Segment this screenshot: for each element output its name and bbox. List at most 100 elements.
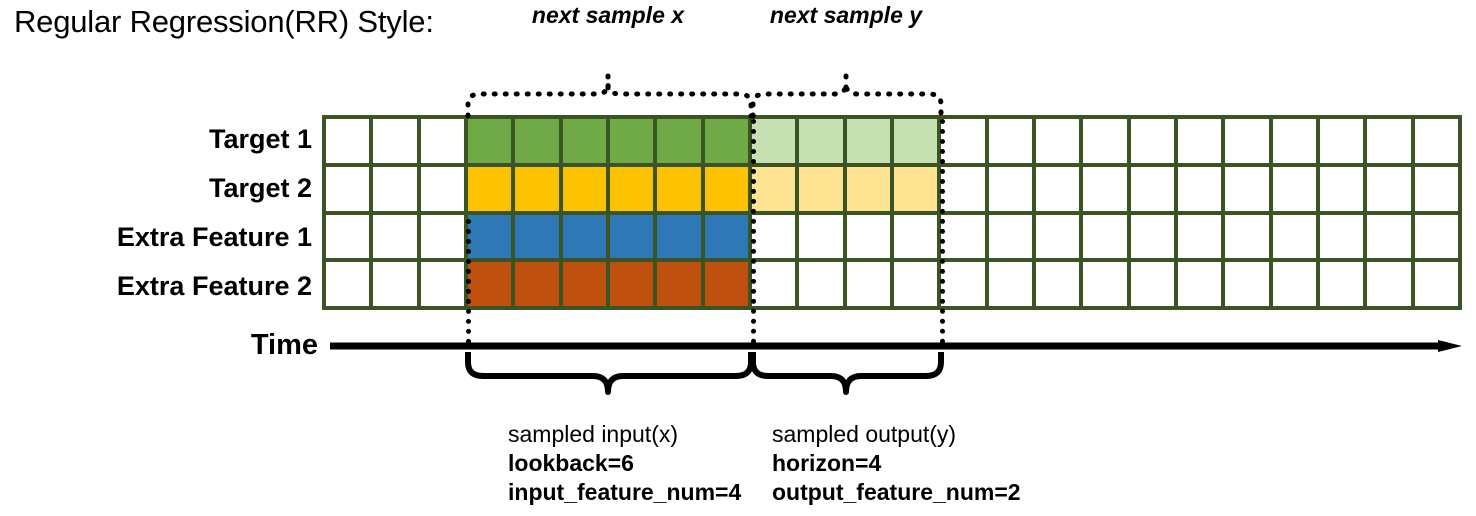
grid-cell-extra-feature-1-t7 — [657, 214, 701, 259]
grid-cell-extra-feature-2-t12 — [893, 262, 938, 306]
grid-cell-extra-feature-1-t1 — [373, 214, 417, 259]
grid-cell-target-1-t23 — [1414, 119, 1458, 163]
grid-cell-extra-feature-1-t18 — [1177, 214, 1222, 259]
grid-cell-extra-feature-2-t13 — [941, 262, 985, 306]
bottom-brace-group — [465, 352, 944, 395]
grid-cell-extra-feature-2-t1 — [373, 262, 417, 306]
divider-lookback-end — [751, 119, 756, 344]
grid-cell-extra-feature-1-t9 — [751, 214, 796, 259]
grid-cell-target-1-t18 — [1177, 119, 1222, 163]
grid-cell-target-2-t12 — [893, 166, 938, 211]
grid-cell-extra-feature-2-t6 — [609, 262, 654, 306]
grid-cell-extra-feature-2-t20 — [1272, 262, 1316, 306]
grid-cell-extra-feature-2-t2 — [420, 262, 464, 306]
grid-cell-target-1-t0 — [326, 119, 370, 163]
grid-cell-target-2-t18 — [1177, 166, 1222, 211]
grid-cell-extra-feature-2-t23 — [1414, 262, 1458, 306]
grid-cell-target-2-t3 — [467, 166, 512, 211]
grid-cell-extra-feature-2-t11 — [846, 262, 890, 306]
grid-cell-target-1-t5 — [562, 119, 606, 163]
grid-cell-target-2-t17 — [1130, 166, 1174, 211]
grid-cell-target-2-t8 — [704, 166, 748, 211]
grid-cell-extra-feature-1-t3 — [467, 214, 512, 259]
grid-cell-extra-feature-1-t15 — [1035, 214, 1080, 259]
grid-cell-target-2-t23 — [1414, 166, 1458, 211]
grid-cell-extra-feature-2-t10 — [799, 262, 843, 306]
grid-cell-target-1-t19 — [1225, 119, 1269, 163]
divider-horizon-end — [940, 119, 945, 344]
grid-cell-target-1-t8 — [704, 119, 748, 163]
time-axis-label: Time — [250, 329, 318, 361]
grid-cell-extra-feature-2-t0 — [326, 262, 370, 306]
grid-cell-target-1-t13 — [941, 119, 985, 163]
grid-cell-extra-feature-1-t11 — [846, 214, 890, 259]
grid-cell-extra-feature-2-t17 — [1130, 262, 1174, 306]
row-label-target-1: Target 1 — [208, 124, 312, 154]
grid-cell-extra-feature-2-t4 — [515, 262, 559, 306]
grid-cell-extra-feature-1-t6 — [609, 214, 654, 259]
grid-cell-target-1-t20 — [1272, 119, 1316, 163]
grid-cell-target-2-t5 — [562, 166, 606, 211]
grid-cell-extra-feature-2-t8 — [704, 262, 748, 306]
grid-cell-target-1-t3 — [467, 119, 512, 163]
grid-cell-extra-feature-1-t19 — [1225, 214, 1269, 259]
grid-cell-target-1-t14 — [988, 119, 1032, 163]
grid-cell-target-1-t17 — [1130, 119, 1174, 163]
grid-cell-target-2-t14 — [988, 166, 1032, 211]
grid-cell-extra-feature-2-t21 — [1319, 262, 1364, 306]
grid-cell-target-1-t15 — [1035, 119, 1080, 163]
grid-cell-extra-feature-1-t16 — [1083, 214, 1127, 259]
sampled-input-lookback: lookback=6 — [508, 450, 634, 476]
row-label-extra-feature-1: Extra Feature 1 — [116, 222, 312, 252]
grid-cell-target-2-t4 — [515, 166, 559, 211]
time-axis-arrow — [330, 340, 1462, 352]
grid-cell-extra-feature-2-t3 — [467, 262, 512, 306]
grid-cell-extra-feature-1-t0 — [326, 214, 370, 259]
bottom-brace-sampled-output: sampled output(y) horizon=4 output_featu… — [772, 420, 1021, 507]
grid-cell-extra-feature-1-t12 — [893, 214, 938, 259]
grid-cell-target-2-t13 — [941, 166, 985, 211]
grid-cell-target-1-t21 — [1319, 119, 1364, 163]
grid-cell-target-2-t9 — [751, 166, 796, 211]
grid-cell-target-1-t11 — [846, 119, 890, 163]
grid-cell-extra-feature-1-t10 — [799, 214, 843, 259]
grid-cell-target-2-t15 — [1035, 166, 1080, 211]
grid-cell-extra-feature-1-t22 — [1367, 214, 1411, 259]
grid-cell-target-2-t0 — [326, 166, 370, 211]
grid-cell-target-2-t1 — [373, 166, 417, 211]
sampled-output-horizon: horizon=4 — [772, 450, 882, 476]
top-brace-group — [465, 69, 944, 119]
grid-cell-extra-feature-1-t13 — [941, 214, 985, 259]
sampled-output-feature-num: output_feature_num=2 — [772, 479, 1021, 505]
grid-cell-target-2-t10 — [799, 166, 843, 211]
top-brace-label-next-sample-y: next sample y — [769, 2, 923, 28]
grid-cell-extra-feature-1-t17 — [1130, 214, 1174, 259]
grid-cell-target-2-t16 — [1083, 166, 1127, 211]
row-label-extra-feature-2: Extra Feature 2 — [116, 271, 312, 301]
grid-cell-target-1-t10 — [799, 119, 843, 163]
grid-cell-target-1-t22 — [1367, 119, 1411, 163]
grid-cell-target-1-t1 — [373, 119, 417, 163]
grid-cell-extra-feature-2-t5 — [562, 262, 606, 306]
grid-cell-extra-feature-1-t2 — [420, 214, 464, 259]
top-brace-label-next-sample-x: next sample x — [531, 2, 685, 28]
grid-cell-target-1-t12 — [893, 119, 938, 163]
grid-cell-extra-feature-2-t7 — [657, 262, 701, 306]
row-label-target-2: Target 2 — [208, 173, 312, 203]
divider-lookback-start — [466, 219, 471, 344]
grid-cell-target-2-t19 — [1225, 166, 1269, 211]
grid-cell-target-1-t16 — [1083, 119, 1127, 163]
row-label-column: Target 1 Target 2 Extra Feature 1 Extra … — [0, 115, 312, 310]
grid-cell-extra-feature-1-t23 — [1414, 214, 1458, 259]
grid-cell-target-2-t6 — [609, 166, 654, 211]
grid-cell-target-2-t20 — [1272, 166, 1316, 211]
timeline-grid — [322, 115, 1462, 310]
grid-cell-extra-feature-1-t20 — [1272, 214, 1316, 259]
sampled-input-title: sampled input(x) — [508, 421, 679, 447]
grid-cell-extra-feature-1-t14 — [988, 214, 1032, 259]
grid-cell-extra-feature-1-t21 — [1319, 214, 1364, 259]
grid-cell-target-2-t22 — [1367, 166, 1411, 211]
grid-cell-extra-feature-1-t5 — [562, 214, 606, 259]
grid-cell-extra-feature-1-t4 — [515, 214, 559, 259]
grid-cell-target-1-t6 — [609, 119, 654, 163]
